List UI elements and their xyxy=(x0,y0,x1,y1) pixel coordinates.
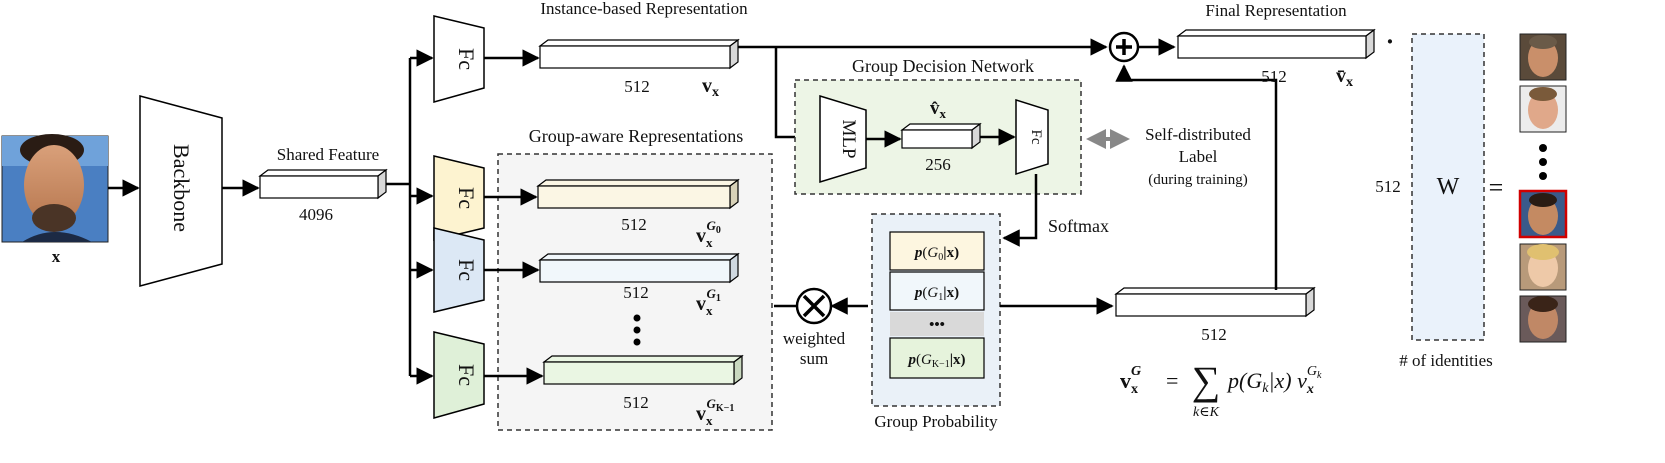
softmax-label: Softmax xyxy=(1048,216,1109,236)
prob-ellipsis: ••• xyxy=(929,317,945,333)
plus-circle-icon xyxy=(1108,31,1140,63)
prob-cell-g1 xyxy=(889,271,985,311)
group-dim-gk: 512 xyxy=(623,393,649,412)
dot-operator: · xyxy=(1386,27,1395,56)
input-var-label: x xyxy=(52,247,61,266)
final-bar xyxy=(1176,28,1376,60)
fc-g1-block: Fc xyxy=(433,227,485,313)
prob-text-g1: p(G1|x) xyxy=(913,285,959,303)
equals-sign: = xyxy=(1489,173,1504,202)
branch-lines xyxy=(386,49,434,385)
group-bar-gk xyxy=(542,354,744,386)
instance-repr-title: Instance-based Representation xyxy=(540,0,748,18)
fc-gk-block: Fc xyxy=(433,331,485,419)
group-bar-g1 xyxy=(538,252,740,284)
identity-face-icon xyxy=(1519,85,1567,133)
group-aware-title: Group-aware Representations xyxy=(529,126,743,146)
final-dim: 512 xyxy=(1261,67,1287,86)
self-dist-line2: Label xyxy=(1179,147,1218,166)
formula-term: p(Gk|x) vxGk xyxy=(1226,364,1322,397)
svg-text:Fc: Fc xyxy=(1028,130,1044,145)
formula-sum: ∑ xyxy=(1192,358,1221,403)
gdn-title: Group Decision Network xyxy=(852,56,1034,76)
svg-text:Fc: Fc xyxy=(454,48,479,70)
weighted-label-1: weighted xyxy=(783,329,846,348)
instance-bar xyxy=(538,38,740,70)
svg-text:Fc: Fc xyxy=(454,259,479,281)
prob-text-gk: p(GK−1|x) xyxy=(906,352,965,370)
weighted-label-2: sum xyxy=(800,349,828,368)
group-var-gk: vxGK−1 xyxy=(696,396,734,428)
identity-ellipsis-dots xyxy=(1539,144,1547,180)
gdn-hidden-dim: 256 xyxy=(925,155,951,174)
w-matrix xyxy=(1411,33,1485,341)
identities-label: # of identities xyxy=(1399,351,1492,370)
arrow-softmax xyxy=(1002,174,1038,247)
mlp-block: MLP xyxy=(819,94,867,184)
identity-face-icon xyxy=(1519,243,1567,291)
identity-face-highlight-icon xyxy=(1518,189,1568,239)
shared-feature-bar xyxy=(258,168,388,200)
formula-eq: = xyxy=(1166,368,1178,393)
w-dim: 512 xyxy=(1375,177,1401,196)
fc-g0-block: Fc xyxy=(433,155,485,241)
prob-text-g0: p(G0|x) xyxy=(913,245,959,263)
group-out-bar xyxy=(1114,286,1316,318)
gdn-fc-block: Fc xyxy=(1015,98,1049,176)
w-label: W xyxy=(1437,174,1460,200)
group-dim-g0: 512 xyxy=(621,215,647,234)
group-dim-g1: 512 xyxy=(623,283,649,302)
shared-feature-label: Shared Feature xyxy=(277,145,379,164)
prob-cell-gk xyxy=(889,337,985,379)
self-dist-line1: Self-distributed xyxy=(1145,125,1251,144)
self-dist-line3: (during training) xyxy=(1148,172,1248,188)
backbone-block xyxy=(139,95,223,287)
instance-dim-label: 512 xyxy=(624,77,650,96)
shared-dim-label: 4096 xyxy=(299,205,333,224)
group-out-dim: 512 xyxy=(1201,325,1227,344)
formula-lhs: vxG xyxy=(1120,364,1141,397)
final-repr-title: Final Representation xyxy=(1205,1,1347,20)
identity-face-icon xyxy=(1519,295,1567,343)
svg-text:MLP: MLP xyxy=(838,119,859,158)
times-circle-icon xyxy=(795,287,833,325)
prob-cell-gap xyxy=(890,312,984,336)
group-ellipsis-dots xyxy=(633,314,641,346)
gdn-hidden-bar xyxy=(900,122,982,150)
group-bar-g0 xyxy=(536,178,740,210)
gdn-hidden-var: v̂x xyxy=(930,98,947,121)
formula-sum-sub: k∈K xyxy=(1193,405,1220,420)
fc-instance-block: Fc xyxy=(433,15,485,103)
instance-var-label: vx xyxy=(702,75,719,100)
prob-cell-g0 xyxy=(889,231,985,271)
svg-text:Fc: Fc xyxy=(454,364,479,386)
svg-text:Fc: Fc xyxy=(454,187,479,209)
arrow-groupout-sum xyxy=(1115,64,1278,290)
group-prob-title: Group Probability xyxy=(874,412,998,431)
backbone-label: Backbone xyxy=(169,144,194,232)
group-var-g0: vxG0 xyxy=(696,218,721,250)
input-face-icon xyxy=(1,134,109,243)
identity-face-icon xyxy=(1519,33,1567,81)
final-var: v̄x xyxy=(1336,65,1353,90)
formula: vxG = ∑ k∈K p(Gk|x) vxGk xyxy=(1120,358,1322,420)
group-var-g1: vxG1 xyxy=(696,286,721,318)
